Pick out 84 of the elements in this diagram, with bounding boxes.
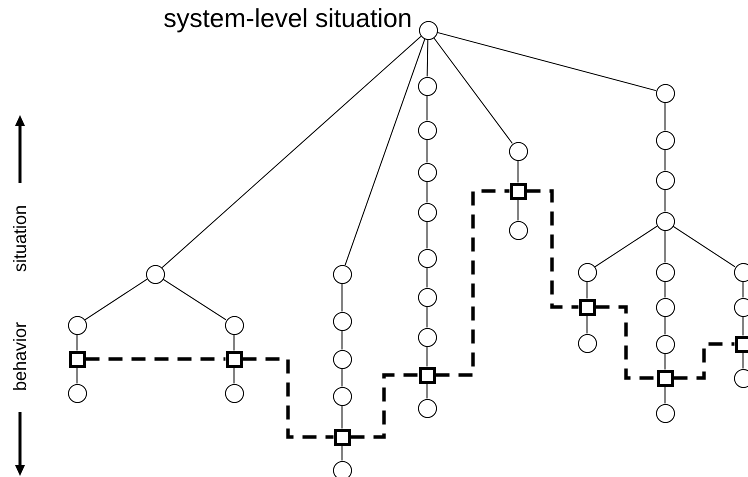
tree-line	[664, 316, 666, 335]
circle-node	[332, 350, 352, 368]
circle-node	[332, 386, 352, 406]
tree-line	[742, 316, 744, 336]
square-node	[418, 366, 436, 384]
circle-node	[418, 76, 436, 96]
tree-line	[426, 267, 428, 288]
circle-node	[418, 120, 436, 140]
tree-line	[664, 281, 666, 298]
tree-line	[664, 230, 666, 263]
tree-line	[664, 149, 666, 171]
tree-line	[426, 139, 428, 163]
circle-node	[656, 170, 674, 190]
square-node	[734, 336, 748, 352]
circle-node	[332, 312, 352, 330]
circle-node	[656, 262, 674, 282]
circle-node	[508, 142, 528, 160]
tree-line	[162, 278, 227, 320]
tree-line	[162, 36, 422, 268]
circle-node	[656, 212, 674, 230]
tree-line	[426, 181, 428, 203]
tree-line	[84, 278, 148, 320]
dashed-path	[86, 357, 226, 361]
tree-line	[426, 383, 428, 399]
circle-node	[578, 262, 596, 282]
tree-line	[586, 281, 588, 299]
circle-node	[418, 202, 436, 222]
circle-node	[734, 262, 748, 282]
tree-line	[426, 346, 428, 367]
axis-label: behavior	[10, 321, 31, 391]
square-node	[68, 350, 86, 368]
circle-node	[68, 316, 86, 334]
axis-label: situation	[10, 204, 31, 272]
tree-line	[426, 39, 428, 77]
circle-node	[146, 264, 164, 284]
circle-node	[656, 334, 674, 354]
tree-line	[76, 367, 78, 384]
dashed-path	[596, 305, 656, 380]
tree-line	[664, 189, 666, 212]
square-node	[226, 350, 242, 368]
tree-line	[426, 95, 428, 121]
circle-node	[224, 384, 244, 402]
node-caption: system-level situation	[163, 3, 412, 34]
tree-line	[426, 221, 428, 249]
circle-node	[734, 298, 748, 316]
circle-node	[224, 316, 244, 334]
circle-node	[656, 298, 674, 316]
circle-node	[656, 404, 674, 422]
circle-node	[656, 84, 674, 102]
dashed-path	[350, 373, 418, 439]
tree-line	[76, 334, 78, 351]
square-node	[334, 428, 350, 446]
tree-line	[664, 102, 666, 131]
circle-node	[656, 130, 674, 150]
square-node	[510, 182, 526, 200]
circle-node	[418, 288, 436, 306]
tree-line	[426, 306, 428, 328]
dashed-path	[526, 189, 578, 309]
tree-line	[672, 226, 736, 268]
dashed-path	[242, 357, 334, 439]
square-node	[578, 298, 596, 316]
circle-node	[332, 264, 352, 284]
dashed-path	[674, 342, 734, 380]
circle-node	[418, 162, 436, 182]
tree-line	[664, 386, 666, 404]
dashed-path	[436, 189, 510, 377]
circle-node	[418, 248, 436, 268]
circle-node	[418, 398, 436, 418]
circle-node	[418, 328, 436, 346]
tree-line	[742, 352, 744, 369]
tree-line	[436, 32, 656, 92]
tree-line	[344, 38, 426, 266]
circle-node	[508, 220, 528, 240]
tree-line	[742, 281, 744, 298]
tree-line	[586, 315, 588, 334]
tree-line	[594, 226, 658, 268]
circle-node	[578, 334, 596, 352]
tree-line	[433, 37, 513, 144]
circle-node	[332, 460, 352, 477]
circle-node	[68, 384, 86, 402]
circle-node	[734, 368, 748, 388]
tree-line	[664, 353, 666, 370]
square-node	[656, 370, 674, 386]
circle-node	[418, 20, 438, 40]
